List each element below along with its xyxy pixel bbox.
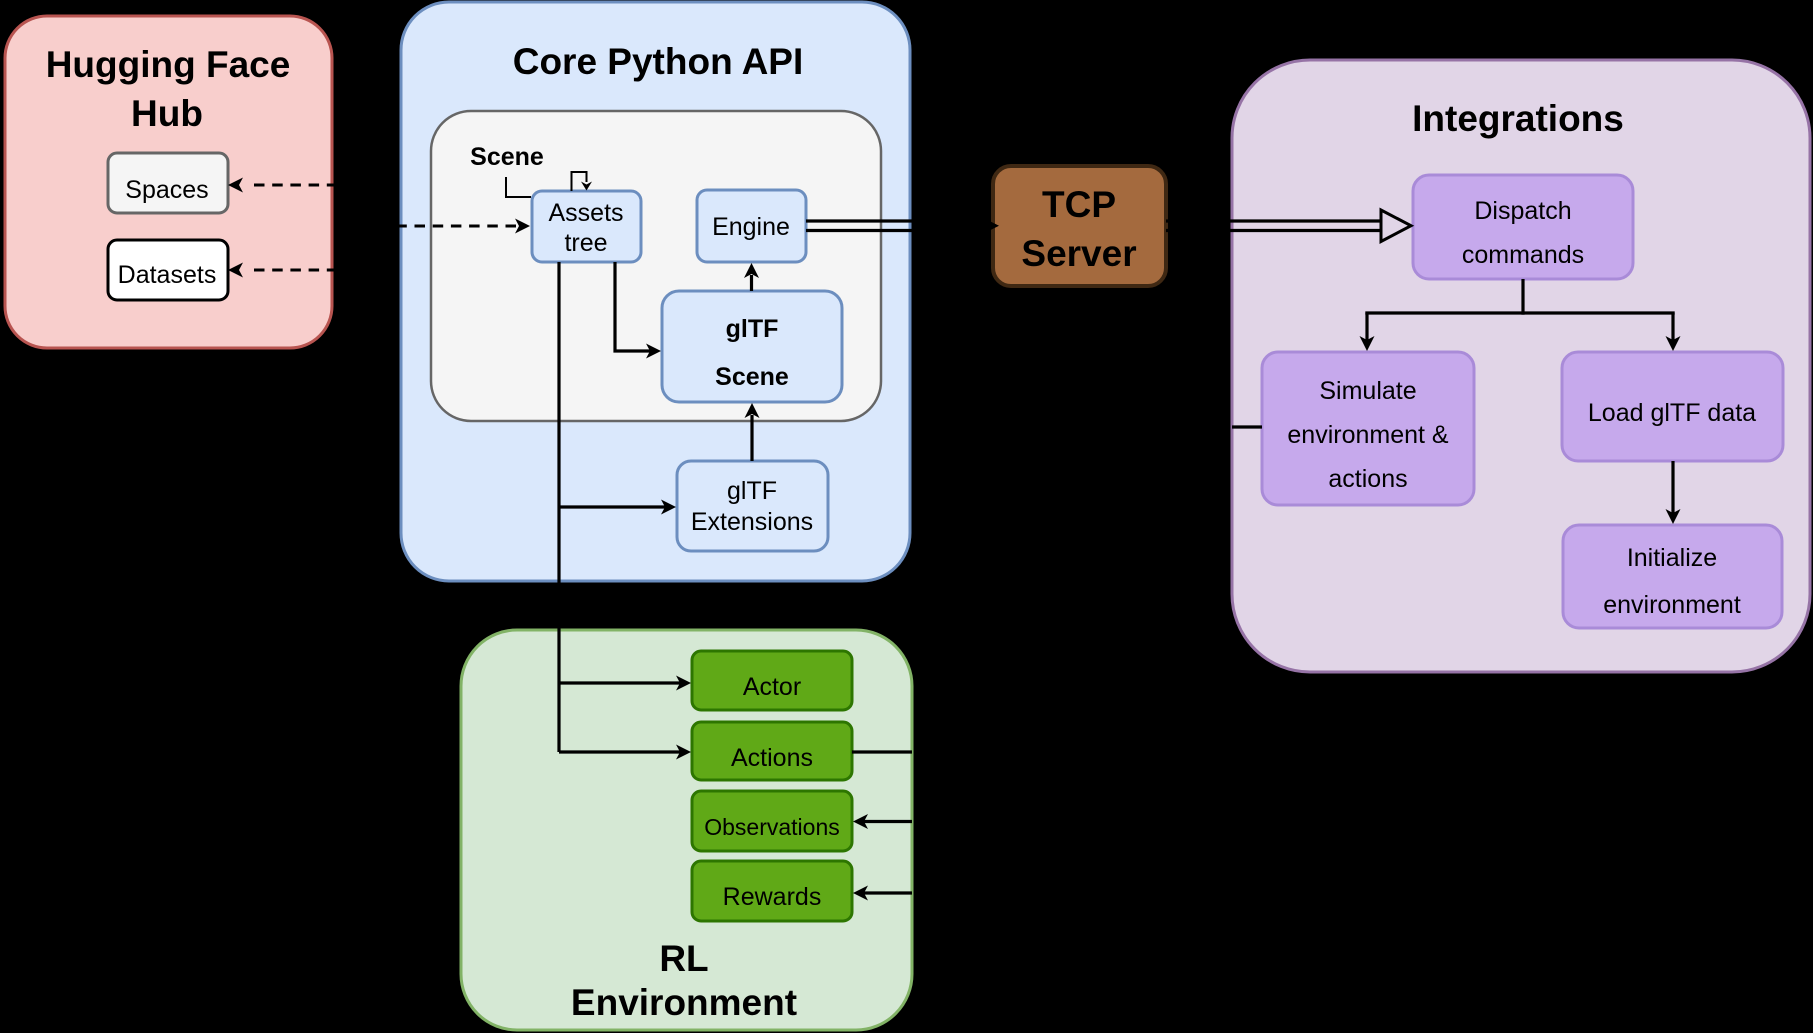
svg-text:Extensions: Extensions [691, 508, 813, 536]
svg-text:Dispatch: Dispatch [1474, 197, 1571, 225]
svg-text:Observations: Observations [704, 814, 840, 840]
svg-text:Datasets: Datasets [118, 261, 217, 289]
svg-text:tree: tree [564, 229, 607, 257]
svg-text:Hugging Face: Hugging Face [46, 44, 291, 85]
svg-text:Simulate: Simulate [1319, 377, 1416, 405]
svg-text:glTF: glTF [727, 477, 777, 505]
svg-text:environment &: environment & [1287, 421, 1449, 449]
svg-text:Load glTF data: Load glTF data [1588, 399, 1756, 427]
svg-text:actions: actions [1328, 465, 1407, 493]
svg-text:Scene: Scene [715, 363, 789, 391]
svg-text:Actor: Actor [743, 673, 801, 701]
svg-text:Environment: Environment [571, 982, 797, 1023]
svg-text:Actions: Actions [731, 744, 813, 772]
svg-text:commands: commands [1462, 241, 1584, 269]
svg-text:Rewards: Rewards [723, 883, 822, 911]
svg-text:Spaces: Spaces [125, 176, 208, 204]
svg-text:Hub: Hub [131, 93, 203, 134]
svg-text:Assets: Assets [548, 199, 623, 227]
svg-text:Initialize: Initialize [1627, 544, 1717, 572]
svg-text:Scene: Scene [470, 143, 544, 171]
svg-text:TCP: TCP [1042, 184, 1116, 225]
svg-text:glTF: glTF [726, 315, 779, 343]
svg-text:Engine: Engine [712, 213, 790, 241]
svg-text:RL: RL [659, 938, 708, 979]
svg-text:environment: environment [1603, 591, 1741, 619]
svg-text:Core Python API: Core Python API [513, 41, 804, 82]
svg-text:Integrations: Integrations [1412, 98, 1624, 139]
svg-text:Server: Server [1021, 233, 1136, 274]
